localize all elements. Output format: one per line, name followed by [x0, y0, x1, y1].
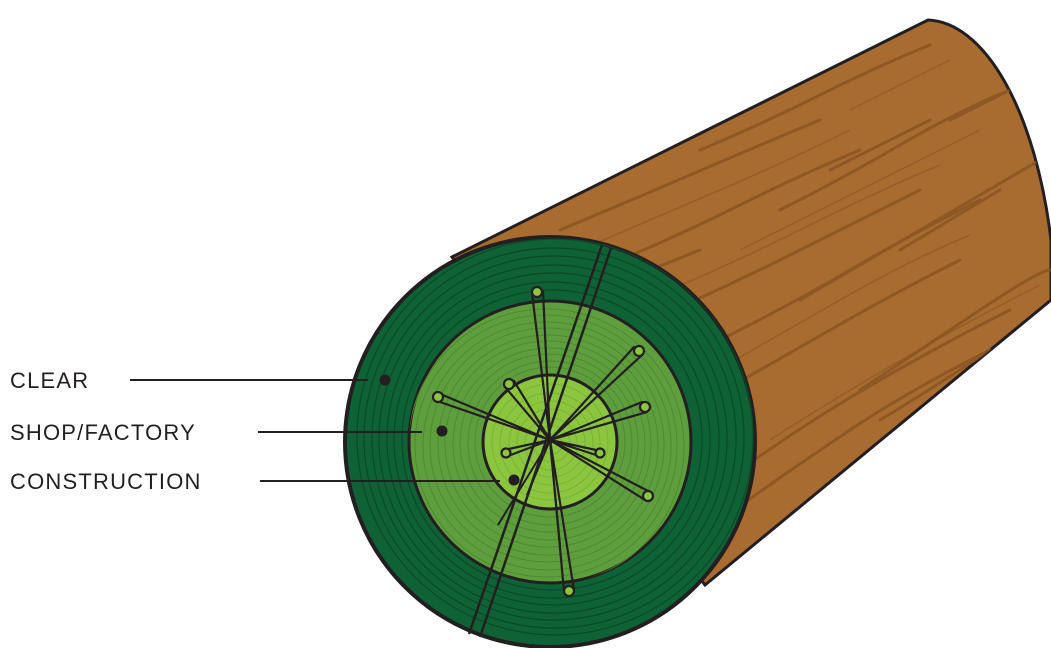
shop-factory-label: SHOP/FACTORY: [10, 420, 196, 445]
clear-label: CLEAR: [10, 368, 89, 393]
clear-leader-dot: [380, 375, 391, 386]
construction-leader-dot: [509, 475, 520, 486]
construction-label: CONSTRUCTION: [10, 469, 202, 494]
pith-center: [546, 436, 554, 444]
zone-labels: CLEAR SHOP/FACTORY CONSTRUCTION: [10, 368, 202, 494]
shop-factory-leader-dot: [437, 426, 448, 437]
